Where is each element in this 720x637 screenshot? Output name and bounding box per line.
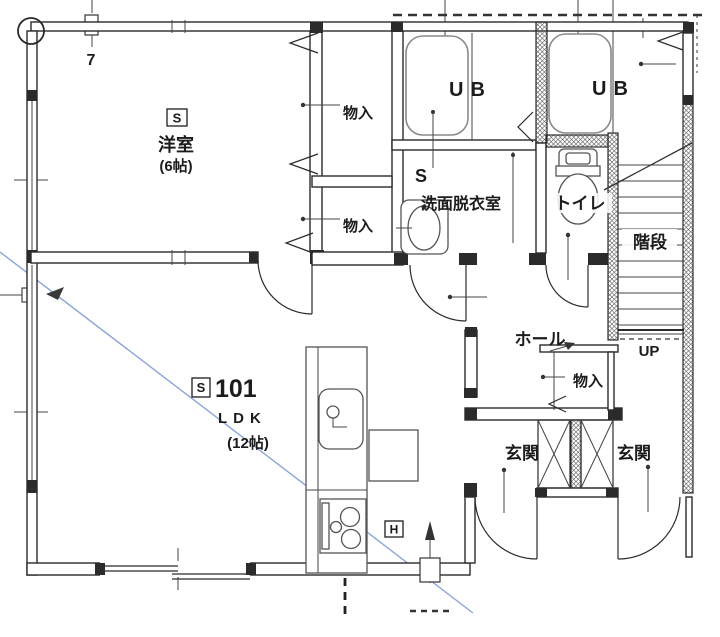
door-yoshitsu	[257, 259, 313, 315]
monoire-bottom-label: 物入	[343, 217, 373, 235]
monoire-top-label: 物入	[343, 104, 373, 122]
yoshitsu-marker: S	[173, 111, 182, 126]
shoe-cabinet-left	[537, 419, 571, 489]
yoshitsu-marker-box	[166, 108, 188, 127]
toilet-label: トイレ	[555, 194, 606, 213]
door-genkan-left	[474, 496, 538, 560]
ub-left-label: UB	[449, 79, 492, 101]
wall-closet-divider	[311, 175, 393, 188]
wall-porch-east	[685, 496, 693, 558]
yoshitsu-size: (6帖)	[159, 157, 192, 175]
ldk-marker: S	[197, 380, 206, 395]
wall-hallcloset-east	[607, 351, 615, 411]
refrigerator-space	[368, 429, 419, 482]
wall-yoshitsu-south	[30, 251, 259, 264]
toilet-label-bg	[548, 193, 612, 213]
kaidan-label-bg	[622, 229, 677, 252]
wall-east-hatched	[682, 102, 694, 494]
wall-hall-closet-north	[539, 344, 619, 353]
window-ldk-west	[27, 265, 37, 493]
window-north-tick	[171, 20, 186, 33]
ldk-label: LDK	[218, 410, 267, 427]
wall-east-upper	[682, 32, 694, 104]
wall-stairs-west-hatched	[607, 132, 619, 341]
ldk-marker-box	[191, 377, 211, 398]
genkan-right-label: 玄関	[617, 443, 651, 463]
closet-mid-door-chevron	[288, 153, 319, 175]
kaidan-label: 階段	[633, 232, 667, 252]
ub-right-door-chevron	[656, 31, 684, 51]
heater-arrow	[410, 521, 452, 613]
doors	[257, 31, 684, 560]
window-south-sliding	[95, 561, 256, 580]
wall-ldk-genkan	[464, 496, 476, 564]
corner-post-ne	[683, 22, 694, 33]
senmen-label: 洗面脱衣室	[421, 194, 501, 213]
wall-hall-genkan	[464, 407, 623, 421]
stairs-up-label: UP	[639, 343, 660, 360]
grid-number-label: 7	[87, 52, 96, 69]
genkan-left-label: 玄関	[505, 443, 539, 463]
closet-top-door-chevron	[288, 32, 319, 54]
ub-left-door-chevron	[517, 111, 534, 143]
kitchen-sink-icon	[318, 388, 364, 450]
blue-diagonal-line	[0, 251, 474, 614]
blue-line-arrow	[46, 287, 64, 300]
wall-genkan-south	[536, 487, 619, 498]
door-genkan-right	[617, 496, 681, 560]
door-toilet	[545, 264, 589, 308]
washbasin-icon	[396, 199, 449, 255]
unit-number: 101	[215, 375, 257, 403]
wall-closet-south	[311, 251, 404, 266]
wall-ub-center-hatched	[535, 21, 548, 144]
ldk-size: (12帖)	[227, 434, 269, 452]
stairs-break-line	[603, 142, 693, 191]
senmen-marker: S	[415, 166, 427, 186]
wall-toilet-north-hatched	[545, 134, 609, 148]
ub-right-label: UB	[592, 78, 635, 100]
leader-lines	[300, 61, 676, 614]
wall-toilet-west	[535, 142, 547, 254]
door-washroom	[409, 264, 467, 322]
monoire-hall-label: 物入	[573, 372, 603, 390]
kitchen-counter	[305, 346, 368, 574]
hall-direction-arrow	[549, 342, 575, 352]
wall-ub-washroom	[391, 139, 537, 151]
stairs	[603, 142, 693, 340]
hall-closet-door-chevron	[547, 395, 567, 413]
heater-box	[384, 520, 404, 538]
shoe-cabinet-right	[580, 419, 614, 489]
labels: S 洋室 (6帖) 物入 物入 UB UB S 洗面脱衣室 トイレ 階段 UP …	[87, 52, 677, 538]
wall-north	[30, 21, 689, 32]
heater-label: H	[390, 523, 399, 537]
bathtub-left-icon	[405, 35, 469, 136]
stove-icon	[319, 498, 367, 554]
corner-circle-marker	[17, 17, 45, 45]
wall-genkan-center-hatched	[570, 419, 582, 491]
hall-label: ホール	[515, 330, 566, 349]
interior-walls	[30, 21, 623, 564]
closet-bottom-door-chevron	[284, 232, 314, 254]
bathtub-right-icon	[548, 33, 612, 134]
wall-ldk-hall	[464, 329, 478, 398]
fixtures	[305, 33, 614, 574]
yoshitsu-label: 洋室	[158, 134, 194, 155]
post-east	[683, 95, 693, 105]
windows	[27, 20, 256, 580]
